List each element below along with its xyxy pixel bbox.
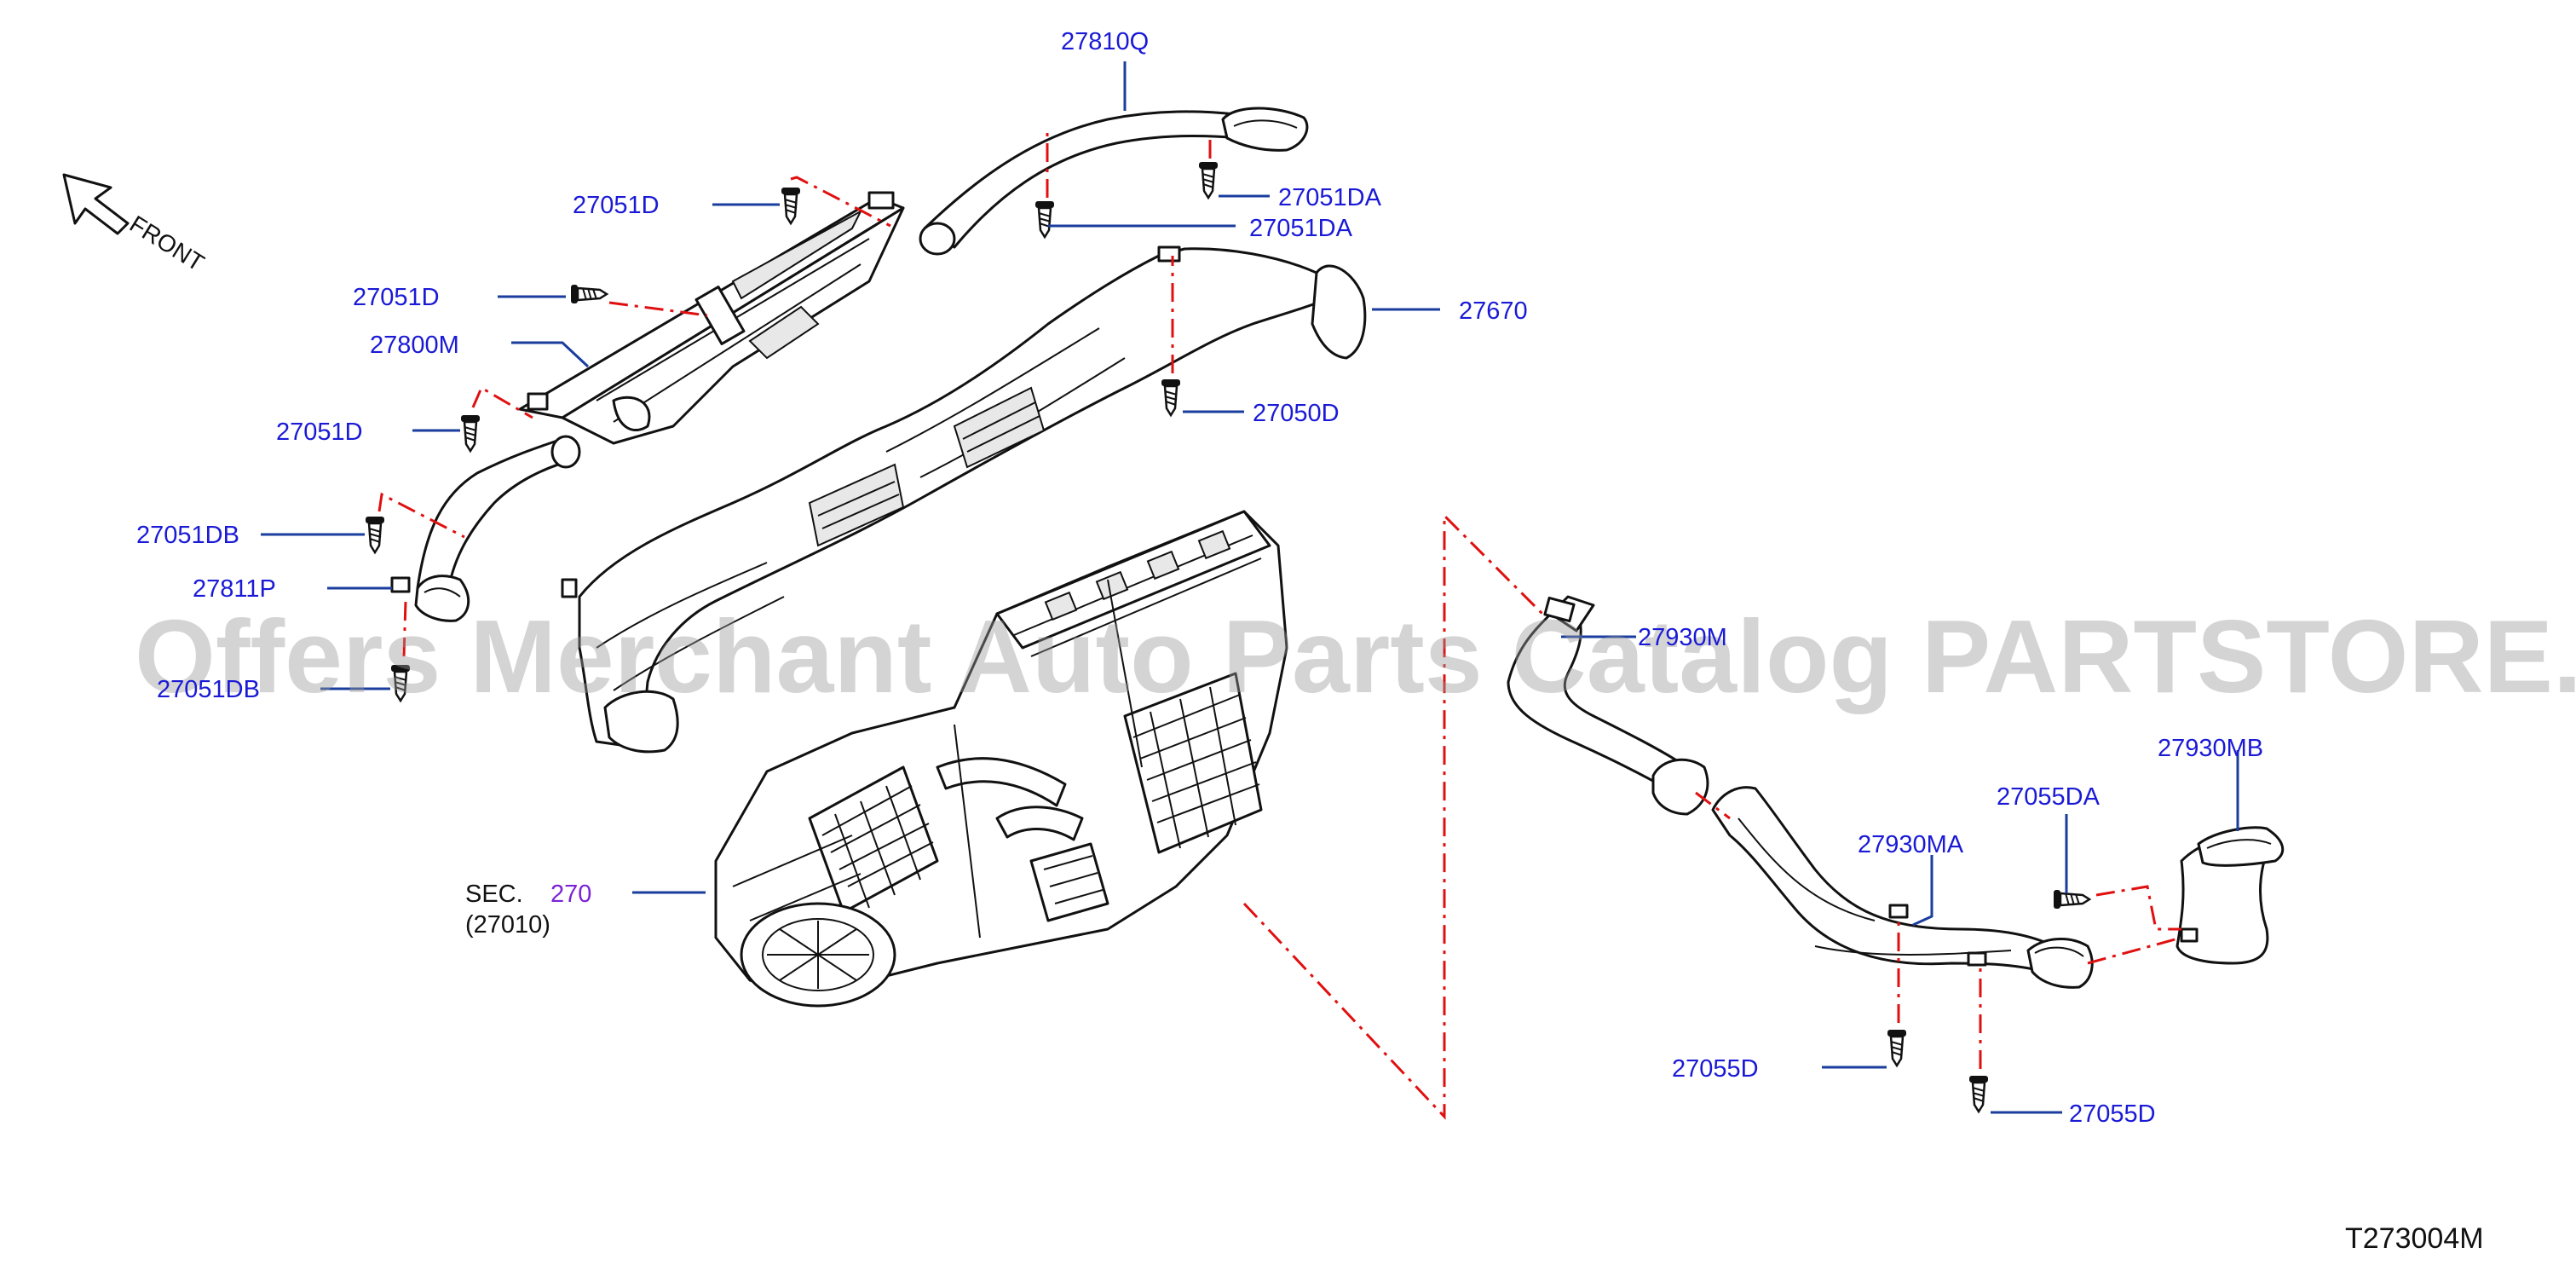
duct-27811P xyxy=(390,435,581,622)
leader-lines xyxy=(261,61,2239,1114)
label-27810Q[interactable]: 27810Q xyxy=(1061,28,1149,55)
duct-27930MA xyxy=(1711,786,2094,989)
label-27050D[interactable]: 27050D xyxy=(1253,400,1340,427)
diagram-code: T273004M xyxy=(2345,1222,2484,1255)
label-27051DB-lower[interactable]: 27051DB xyxy=(157,676,260,703)
label-27055DA[interactable]: 27055DA xyxy=(1997,783,2101,811)
duct-27930M xyxy=(1507,595,1709,816)
duct-27930MB xyxy=(2175,826,2285,965)
label-27055D-left[interactable]: 27055D xyxy=(1672,1055,1759,1083)
hvac-unit xyxy=(714,510,1288,1008)
label-27930MA[interactable]: 27930MA xyxy=(1858,831,1964,858)
label-27051DA-upper[interactable]: 27051DA xyxy=(1278,184,1382,211)
label-27051DA-lower[interactable]: 27051DA xyxy=(1249,215,1353,242)
label-27051D-middle[interactable]: 27051D xyxy=(353,284,440,311)
label-27930MB[interactable]: 27930MB xyxy=(2158,735,2263,762)
label-27670[interactable]: 27670 xyxy=(1459,297,1528,325)
nozzle-27800M xyxy=(518,191,905,445)
label-27055D-right[interactable]: 27055D xyxy=(2069,1100,2156,1128)
section-number-link[interactable]: 270 xyxy=(550,881,591,908)
section-sub-number: (27010) xyxy=(465,911,550,939)
label-27930M[interactable]: 27930M xyxy=(1638,624,1727,651)
duct-27670 xyxy=(561,245,1367,754)
duct-27810Q xyxy=(919,107,1309,256)
label-27051D-top[interactable]: 27051D xyxy=(573,192,660,219)
label-27051DB-upper[interactable]: 27051DB xyxy=(136,522,239,549)
watermark-text: Offers Merchant Auto Parts Catalog PARTS… xyxy=(135,598,2576,714)
label-27800M[interactable]: 27800M xyxy=(370,332,459,359)
front-arrow-icon xyxy=(62,173,130,235)
front-direction-label: FRONT xyxy=(125,211,209,276)
reference-lines xyxy=(377,128,2182,1120)
section-prefix: SEC. xyxy=(465,881,523,908)
label-27811P[interactable]: 27811P xyxy=(193,575,276,603)
label-27051D-lower[interactable]: 27051D xyxy=(276,419,363,446)
